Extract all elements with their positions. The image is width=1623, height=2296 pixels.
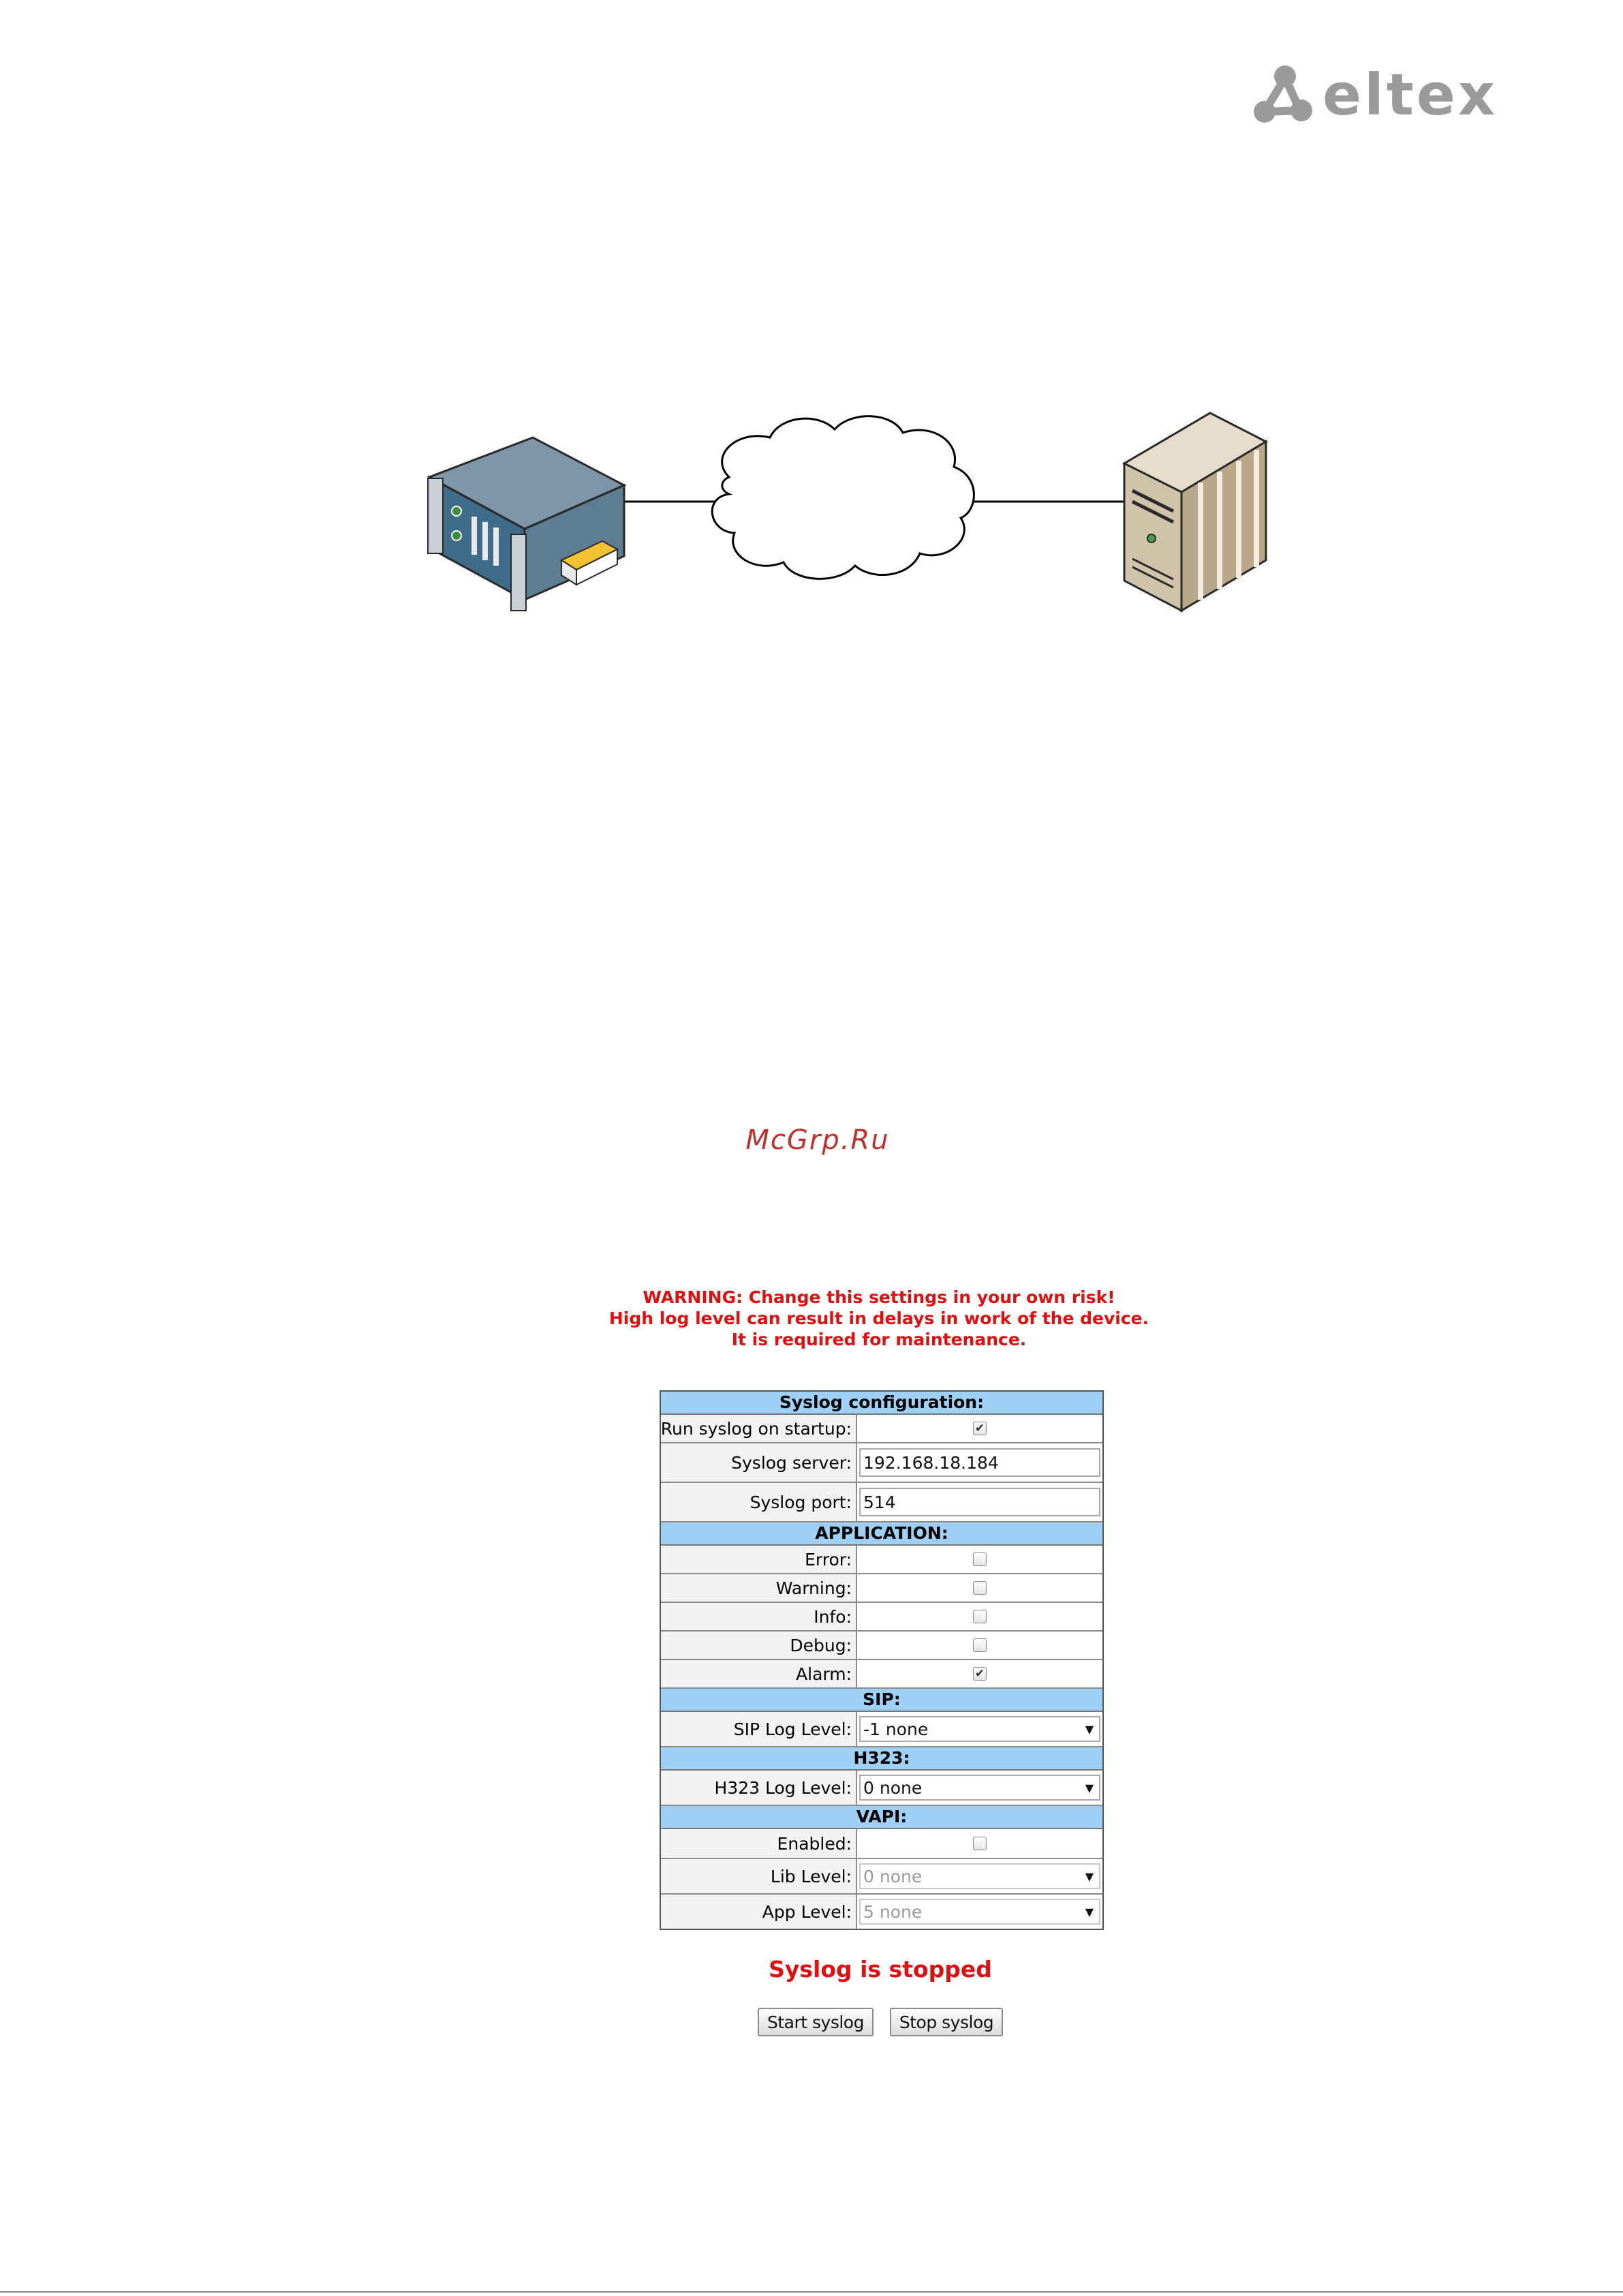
- label-run-on-startup: Run syslog on startup:: [661, 1415, 857, 1442]
- lib-level-value: 0 none: [863, 1866, 923, 1886]
- h323-log-level-value: 0 none: [863, 1777, 923, 1798]
- section-application: APPLICATION:: [661, 1522, 1102, 1546]
- label-warning: Warning:: [661, 1574, 857, 1602]
- section-vapi: VAPI:: [661, 1806, 1102, 1829]
- row-vapi-enabled: Enabled:: [661, 1829, 1102, 1859]
- row-warning: Warning:: [661, 1574, 1102, 1603]
- network-diagram: [427, 412, 1269, 613]
- label-vapi-enabled: Enabled:: [661, 1829, 857, 1858]
- footer-divider: [0, 2291, 1623, 2293]
- section-syslog-configuration: Syslog configuration:: [661, 1392, 1102, 1415]
- row-app-level: App Level: 5 none ▼: [661, 1895, 1102, 1929]
- watermark: McGrp.Ru: [745, 1124, 890, 1156]
- warning-line-2: High log level can result in delays in w…: [608, 1308, 1149, 1328]
- row-run-on-startup: Run syslog on startup: ✔: [661, 1415, 1102, 1443]
- row-lib-level: Lib Level: 0 none ▼: [661, 1859, 1102, 1895]
- vapi-enabled-checkbox[interactable]: [973, 1837, 987, 1850]
- network-cloud-icon: [711, 415, 975, 580]
- label-lib-level: Lib Level:: [661, 1859, 857, 1893]
- row-syslog-server: Syslog server: 192.168.18.184: [661, 1443, 1102, 1483]
- lib-level-select[interactable]: 0 none ▼: [859, 1863, 1100, 1889]
- label-error: Error:: [661, 1546, 857, 1573]
- label-app-level: App Level:: [661, 1895, 857, 1929]
- run-on-startup-checkbox[interactable]: ✔: [973, 1422, 987, 1435]
- syslog-port-input[interactable]: 514: [859, 1488, 1100, 1516]
- label-syslog-port: Syslog port:: [661, 1483, 857, 1521]
- syslog-config-table: Syslog configuration: Run syslog on star…: [660, 1390, 1104, 1930]
- eltex-logo: eltex: [1252, 64, 1498, 125]
- dropdown-arrow-icon: ▼: [1085, 1869, 1094, 1883]
- debug-checkbox[interactable]: [973, 1638, 987, 1652]
- warning-line-1: WARNING: Change this settings in your ow…: [643, 1287, 1115, 1307]
- row-info: Info:: [661, 1603, 1102, 1632]
- stop-syslog-button[interactable]: Stop syslog: [890, 2008, 1003, 2036]
- check-icon: ✔: [974, 1422, 985, 1435]
- row-alarm: Alarm: ✔: [661, 1660, 1102, 1689]
- start-syslog-button[interactable]: Start syslog: [758, 2008, 874, 2036]
- label-h323-log-level: H323 Log Level:: [661, 1771, 857, 1805]
- eltex-logo-icon: [1254, 65, 1312, 123]
- app-level-value: 5 none: [863, 1901, 923, 1922]
- dropdown-arrow-icon: ▼: [1085, 1722, 1094, 1736]
- syslog-server-icon: [1122, 412, 1269, 613]
- row-syslog-port: Syslog port: 514: [661, 1483, 1102, 1522]
- syslog-server-input[interactable]: 192.168.18.184: [859, 1448, 1100, 1477]
- warning-line-3: It is required for maintenance.: [731, 1330, 1027, 1349]
- info-checkbox[interactable]: [973, 1610, 987, 1623]
- warning-message: WARNING: Change this settings in your ow…: [531, 1287, 1226, 1350]
- row-debug: Debug:: [661, 1632, 1102, 1660]
- check-icon: ✔: [974, 1667, 985, 1681]
- sip-log-level-value: -1 none: [863, 1719, 929, 1739]
- syslog-status: Syslog is stopped: [769, 1956, 992, 1983]
- label-alarm: Alarm:: [661, 1660, 857, 1687]
- error-checkbox[interactable]: [973, 1552, 987, 1566]
- logo-wordmark: eltex: [1323, 61, 1498, 128]
- h323-log-level-select[interactable]: 0 none ▼: [859, 1775, 1100, 1801]
- app-level-select[interactable]: 5 none ▼: [859, 1899, 1100, 1925]
- row-h323-log-level: H323 Log Level: 0 none ▼: [661, 1771, 1102, 1806]
- sip-log-level-select[interactable]: -1 none ▼: [859, 1716, 1100, 1742]
- dropdown-arrow-icon: ▼: [1085, 1781, 1094, 1794]
- warning-checkbox[interactable]: [973, 1581, 987, 1595]
- gateway-device-icon: [427, 436, 627, 611]
- alarm-checkbox[interactable]: ✔: [973, 1667, 987, 1681]
- section-h323: H323:: [661, 1747, 1102, 1771]
- dropdown-arrow-icon: ▼: [1085, 1905, 1094, 1918]
- label-syslog-server: Syslog server:: [661, 1443, 857, 1482]
- row-error: Error:: [661, 1546, 1102, 1574]
- label-info: Info:: [661, 1603, 857, 1630]
- label-sip-log-level: SIP Log Level:: [661, 1712, 857, 1746]
- row-sip-log-level: SIP Log Level: -1 none ▼: [661, 1712, 1102, 1747]
- label-debug: Debug:: [661, 1632, 857, 1659]
- section-sip: SIP:: [661, 1689, 1102, 1712]
